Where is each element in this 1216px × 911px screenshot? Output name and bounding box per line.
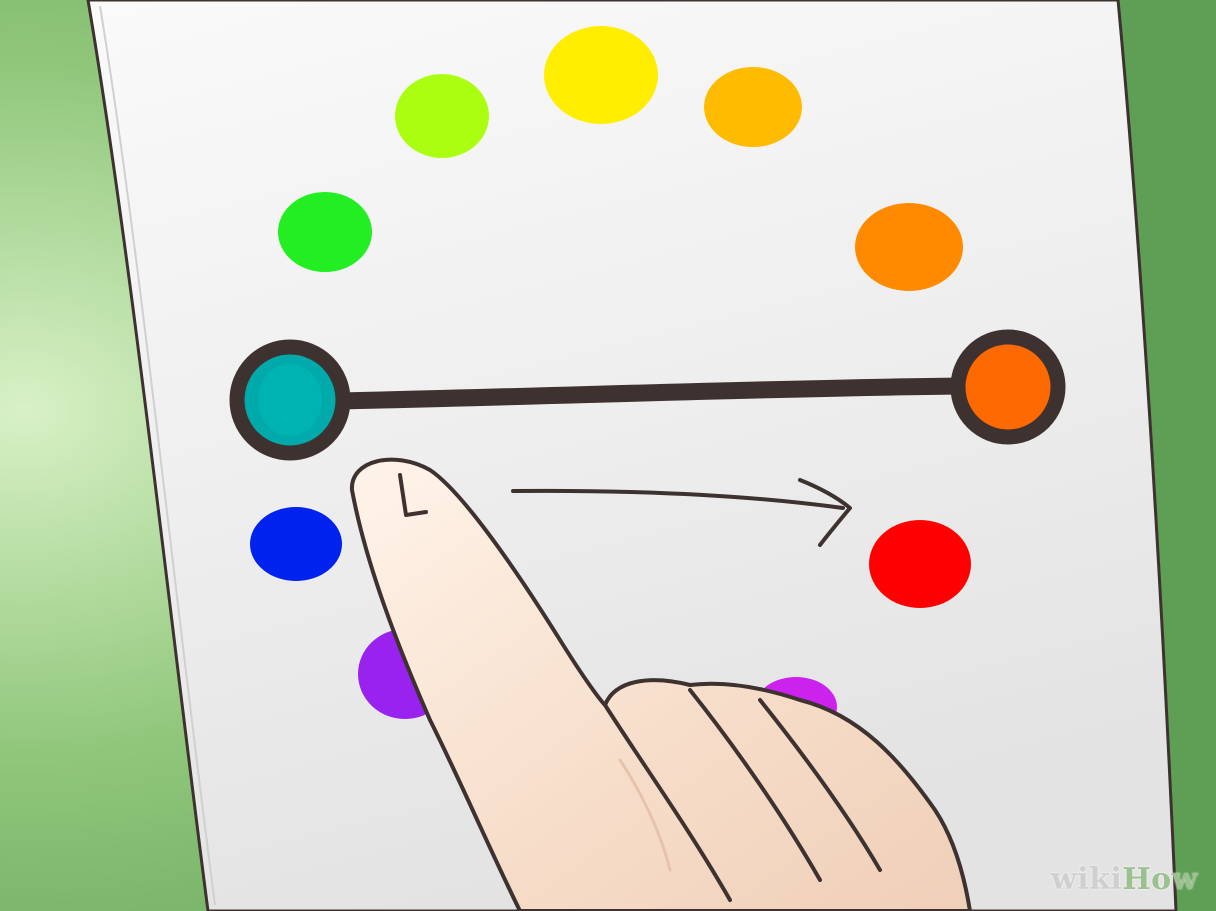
green-dot xyxy=(278,192,372,272)
watermark-part2: How xyxy=(1122,862,1198,897)
yellow-green-dot xyxy=(395,74,489,158)
teal-dot xyxy=(258,364,322,436)
yellow-dot xyxy=(544,26,658,124)
red-orange-dot xyxy=(978,354,1038,420)
watermark-part1: wiki xyxy=(1051,862,1122,897)
orange-dot xyxy=(855,203,963,291)
wikihow-watermark: wikiHow xyxy=(1051,862,1198,897)
yellow-orange-dot xyxy=(704,67,802,147)
red-dot xyxy=(869,520,971,608)
blue-dot xyxy=(250,507,342,581)
